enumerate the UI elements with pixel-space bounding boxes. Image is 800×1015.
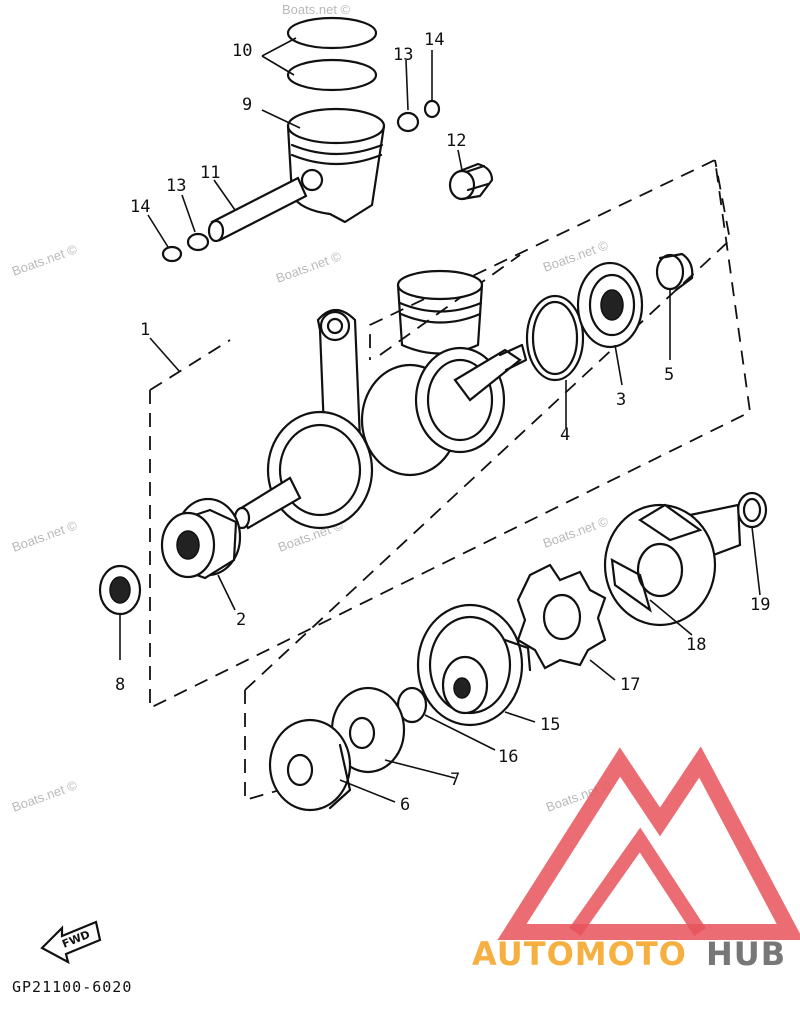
callout-12: 12: [446, 131, 466, 151]
watermark: Boats.net ©: [10, 241, 80, 279]
callout-5: 5: [664, 365, 674, 385]
leader-lines: [119, 37, 761, 803]
pump-plate: [330, 686, 406, 774]
piston-rings: [286, 16, 378, 92]
assembly-outline-crankshaft: [149, 158, 751, 710]
circlip-right: [423, 99, 441, 119]
callout-17: 17: [620, 675, 640, 695]
thrust-washer: [736, 491, 768, 529]
circlip-left: [161, 245, 183, 263]
callout-18: 18: [686, 635, 706, 655]
callout-1: 1: [140, 320, 150, 340]
rubber-impeller: [516, 563, 607, 670]
callout-13-left: 13: [166, 176, 186, 196]
callout-10: 10: [232, 41, 252, 61]
callout-19: 19: [750, 595, 770, 615]
washer-left: [186, 232, 210, 252]
assembly-outline-pump: [244, 159, 731, 802]
watermark: Boats.net ©: [282, 2, 351, 17]
washer-right: [396, 111, 420, 133]
callout-2: 2: [236, 610, 246, 630]
diagram-code: GP21100-6020: [12, 978, 132, 996]
ball-bearing-right: [576, 261, 644, 349]
callout-16: 16: [498, 747, 518, 767]
logo-text-hub: HUB: [706, 935, 786, 973]
watermark: Boats.net ©: [274, 248, 344, 286]
callout-13-right: 13: [393, 45, 413, 65]
callout-7: 7: [450, 770, 460, 790]
callout-labels: 1 2 3 4 5 6 7 8 9 10 11 12 13 13 14 14 1…: [115, 30, 770, 815]
pump-body: [416, 603, 532, 727]
oil-seal: [98, 564, 142, 616]
piston-pin: [207, 176, 308, 243]
retaining-ring: [525, 294, 585, 382]
callout-4: 4: [560, 425, 570, 445]
callout-3: 3: [616, 390, 626, 410]
watermark: Boats.net ©: [10, 517, 80, 555]
callout-6: 6: [400, 795, 410, 815]
watermark: Boats.net ©: [10, 777, 80, 815]
callout-14-right: 14: [424, 30, 444, 50]
callout-14-left: 14: [130, 197, 150, 217]
automotohub-logo-icon: AUTOMOTO HUB: [472, 746, 800, 973]
callout-11: 11: [200, 163, 220, 183]
callout-15: 15: [540, 715, 560, 735]
crankshaft-assembly: [233, 269, 528, 530]
bushing: [655, 252, 694, 292]
needle-bearing: [448, 162, 494, 201]
pump-cover: [268, 718, 352, 812]
watermark: Boats.net ©: [541, 513, 611, 551]
logo-text-automoto: AUTOMOTO: [472, 935, 687, 973]
pump-impeller-housing: [603, 503, 742, 627]
piston: [286, 107, 386, 224]
ball-bearing-left: [160, 497, 242, 580]
callout-8: 8: [115, 675, 125, 695]
callout-9: 9: [242, 95, 252, 115]
fwd-arrow-icon: FWD: [40, 920, 102, 965]
